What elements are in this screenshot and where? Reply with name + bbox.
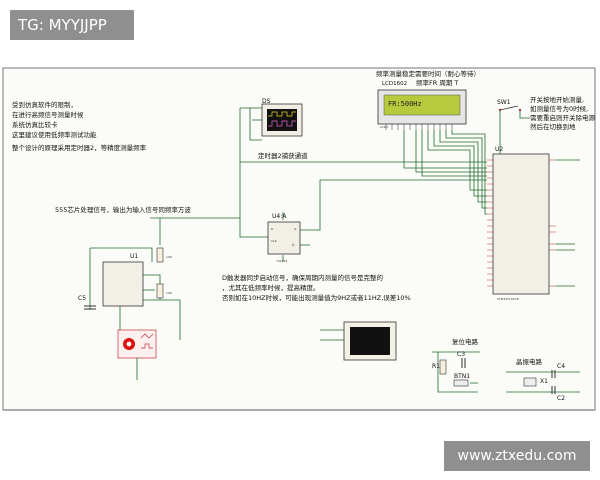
watermark-tg: TG: MYYJJPP [10, 10, 134, 40]
note-limit-4: 这里建议使用低频率测试功能 [12, 130, 97, 139]
u4a-pin-q: Q [294, 227, 297, 231]
note-design: 整个设计的原理采用定时器2，等精度测量频率 [12, 143, 147, 152]
note-crystal: 晶振电路 [516, 357, 543, 366]
wire-dff-q [300, 179, 487, 231]
u4a-pin-clk: CLK [271, 239, 278, 243]
c5-label: C5 [78, 295, 86, 302]
note-limit-3: 系统仿真比较卡 [12, 120, 58, 129]
reset-button-btn1[interactable] [453, 379, 469, 387]
resistor-bottom-value: 10K [166, 291, 173, 295]
c3-label: C3 [457, 351, 465, 358]
wire-sw1 [519, 110, 530, 119]
lcd-screen [383, 94, 461, 116]
resistor-r1[interactable] [439, 359, 447, 375]
resistor-top-value: 10K [166, 255, 173, 259]
timer-555-u1[interactable] [102, 261, 144, 307]
note-timer2: 定时器2捕获通道 [258, 151, 308, 160]
wire-reset-left [437, 352, 478, 393]
resistor-top[interactable] [156, 247, 164, 263]
switch-sw1[interactable] [499, 105, 519, 111]
virtual-terminal-screen [350, 327, 390, 355]
lcd-part: LCD1602 [382, 81, 407, 87]
wire-dff-clk [239, 162, 268, 238]
generator-wave-icon [140, 333, 154, 339]
u4a-part: 74LS74 [276, 259, 287, 263]
note-sw-4: 然后在切换到地 [530, 122, 576, 131]
mcu-pins-right [549, 159, 556, 287]
sw1-label: SW1 [497, 99, 511, 106]
mcu-pins-left [487, 159, 493, 287]
c4-label: C4 [557, 363, 565, 370]
note-sw-3: 需要重启则开关除电源 [530, 113, 596, 122]
crystal-x1[interactable] [523, 377, 537, 387]
u1-label: U1 [130, 253, 138, 260]
note-reset: 复位电路 [452, 337, 479, 346]
note-dff-1: D触发器同步启动信号，确保周期内测量的信号是完整的 [222, 273, 384, 282]
generator-knob-center [126, 341, 132, 347]
x1-label: X1 [540, 378, 548, 385]
resistor-bottom[interactable] [156, 283, 164, 299]
lcd-pins [385, 124, 453, 130]
r1-label: R1 [432, 363, 440, 370]
note-555: 555芯片处理信号，输出为输入信号同频率方波 [55, 205, 191, 214]
note-lcd-sub2: 频率FR 周期 T [416, 78, 458, 87]
note-limit-1: 受到仿真软件的限制， [12, 100, 77, 109]
u4a-pin-d: D [271, 227, 274, 231]
wire-scope-a [249, 108, 262, 141]
watermark-url: www.ztxedu.com [444, 441, 590, 471]
note-dff-2: ，尤其在低频率时候，提高精度。 [222, 283, 320, 292]
wire-555-vcc [90, 247, 153, 262]
u4a-pin-nq: Q̅ [292, 242, 295, 247]
c2-label: C2 [557, 395, 565, 402]
note-limit-2: 在进行高频信号测量时候 [12, 110, 84, 119]
scope-label: DS [262, 98, 271, 105]
scope-trace-yellow [268, 111, 296, 117]
mcu-u2[interactable] [492, 153, 550, 295]
u2-part: STM32F103C8 [497, 297, 519, 301]
lcd-text: FR:500Hz [388, 100, 422, 108]
u4a-label: U4:A [272, 213, 287, 220]
oscilloscope-screen [267, 109, 297, 131]
u2-label: U2 [495, 146, 503, 153]
btn1-label: BTN1 [454, 373, 470, 380]
wire-555-trig [143, 299, 181, 340]
note-sw-2: 如测量信号为0时候, [530, 104, 588, 113]
wire-lcd-bus [403, 130, 487, 215]
generator-square-icon [141, 343, 153, 349]
d-flip-flop-u4a[interactable] [267, 221, 301, 255]
scope-trace-pink [268, 120, 296, 127]
lcd-ref: LCD1 [380, 125, 388, 129]
note-lcd-top: 频率测量稳定需要时间（耐心等待） [376, 69, 480, 78]
note-sw-1: 开关按地开始测量, [530, 95, 584, 104]
note-dff-3: 否则如在10HZ时候，可能出现测量值为9HZ或者11HZ,误差10% [222, 293, 411, 302]
